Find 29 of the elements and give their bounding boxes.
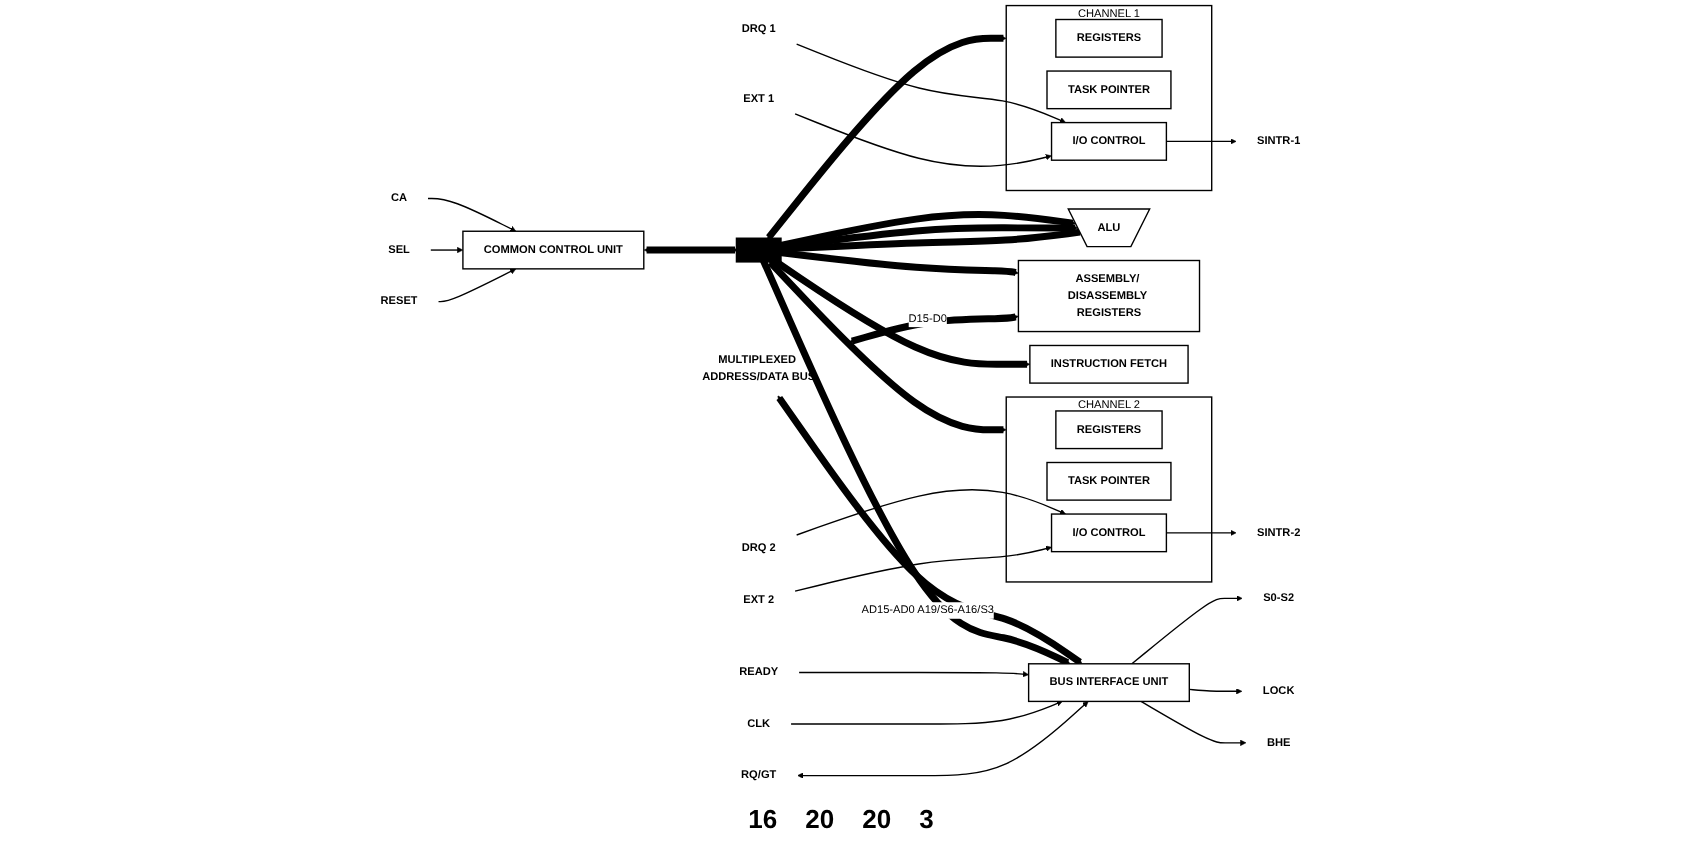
signal-arrow [797, 701, 1090, 779]
signal-arrow [796, 43, 1067, 124]
signal-arrow [795, 545, 1053, 592]
bus-width-label: 3 [919, 804, 934, 838]
signal-arrow [438, 268, 517, 303]
bus-arrow [779, 249, 1020, 277]
bus-width-label: 20 [862, 804, 892, 838]
bus-arrow [760, 259, 1072, 666]
signal-arrow [795, 113, 1053, 167]
signal-arrow [1140, 700, 1247, 746]
bus-arrow [768, 260, 1008, 434]
bus-arrow [766, 34, 1008, 240]
bus-width-label: 16 [748, 804, 778, 838]
bus-arrow [777, 395, 1084, 666]
signal-arrow [1166, 529, 1237, 536]
signal-arrow [1189, 688, 1243, 695]
bus-arrow [849, 313, 1020, 345]
bus-bar [736, 237, 783, 263]
signal-arrow [430, 247, 464, 254]
bus-arrow [644, 246, 739, 254]
signal-arrow [790, 700, 1064, 725]
signal-arrow [1166, 138, 1237, 145]
signal-arrow [796, 488, 1067, 536]
bus-arrow [772, 257, 1031, 368]
bus-arrow [779, 211, 1077, 249]
bus-width-label: 20 [805, 804, 835, 838]
signal-arrow [427, 197, 517, 232]
signal-arrow [799, 671, 1030, 678]
signal-arrow [1131, 595, 1244, 665]
